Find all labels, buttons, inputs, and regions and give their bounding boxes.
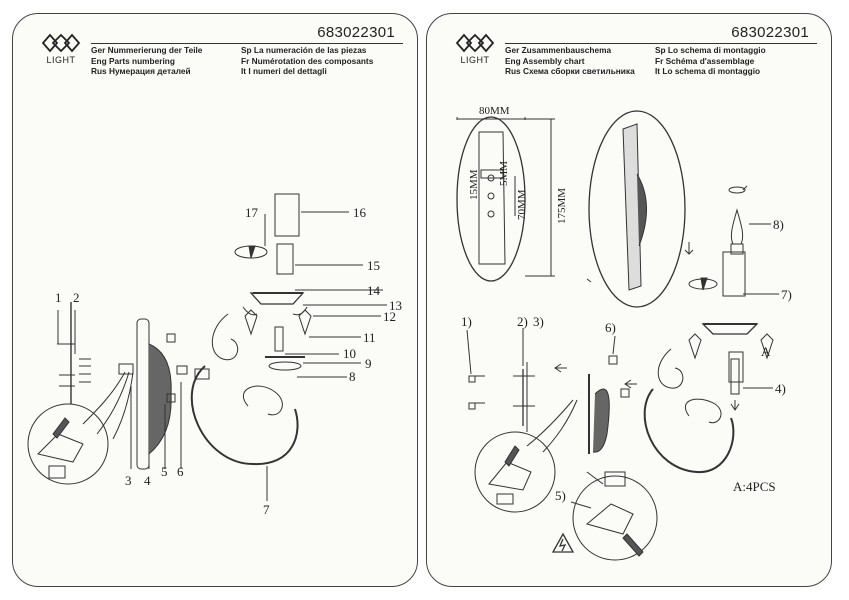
- dim-hole1: 15MM: [468, 169, 480, 200]
- terminal-block-icon: [118, 363, 134, 375]
- dim-hole2: 5MM: [498, 161, 510, 186]
- header-eng: Eng Parts numbering: [91, 55, 175, 66]
- header-rus: Rus Нумерация деталей: [91, 66, 191, 76]
- marker-a: A: [761, 344, 771, 359]
- part-label-12: 12: [383, 309, 396, 324]
- part-label-7: 7: [263, 502, 270, 517]
- electric-warning-icon: [551, 532, 575, 553]
- dim-width: 80MM: [479, 105, 510, 117]
- step-label-5: 5): [555, 488, 566, 503]
- part-label-8: 8: [349, 369, 356, 384]
- candle-bulb-icon: [730, 208, 744, 245]
- part-label-9: 9: [365, 356, 372, 371]
- part-label-5: 5: [161, 464, 168, 479]
- step-label-4: 4): [775, 381, 786, 396]
- assembly-diagram: 80MM 15MM 5MM 70MM 175MM 1) 2) 3) 4) 5) …: [456, 105, 792, 561]
- part-label-1: 1: [55, 290, 62, 305]
- dim-center: 70MM: [516, 189, 528, 220]
- step-label-6: 6): [605, 320, 616, 335]
- brand-name: LIGHT: [460, 55, 490, 65]
- part-label-16: 16: [353, 205, 367, 220]
- step-label-8: 8): [773, 217, 784, 232]
- header-rus: Rus Схема сборки светильника: [505, 66, 635, 76]
- step-label-2: 2): [517, 314, 528, 329]
- shade-sleeve: [274, 193, 300, 237]
- header-it: It I numeri del dettagli: [241, 66, 327, 76]
- part-label-6: 6: [177, 464, 184, 479]
- model-number: 683022301: [731, 24, 809, 41]
- header-sp: Sp Lo schema di montaggio: [655, 45, 766, 55]
- crystal-count-note: A:4PCS: [733, 479, 776, 494]
- header-eng: Eng Assembly chart: [505, 55, 585, 66]
- mw-logo-icon: [41, 33, 81, 53]
- part-label-4: 4: [144, 473, 151, 488]
- header-ger: Ger Zusammenbauschema: [505, 45, 612, 55]
- mw-logo-icon: [455, 33, 495, 53]
- header-fr: Fr Numérotation des composants: [241, 55, 374, 66]
- part-label-11: 11: [363, 330, 376, 345]
- wiring-step-circle: [572, 475, 658, 561]
- step-label-3: 3): [533, 314, 544, 329]
- brand-name: LIGHT: [46, 55, 76, 65]
- part-label-14: 14: [367, 283, 381, 298]
- step-label-1: 1): [461, 314, 472, 329]
- canopy-plate: [136, 318, 150, 470]
- part-label-15: 15: [367, 258, 380, 273]
- header-fr: Fr Schéma d'assemblage: [655, 55, 755, 66]
- model-number: 683022301: [317, 24, 395, 41]
- mounting-plate-outline: [456, 116, 526, 282]
- step-label-7: 7): [781, 287, 792, 302]
- part-label-13: 13: [389, 298, 402, 313]
- header-ger: Ger Nummerierung der Teile: [91, 45, 203, 55]
- bulb-socket: [276, 243, 294, 275]
- canopy-side-view: [588, 110, 686, 308]
- header-languages: Ger Nummerierung der Teile Sp La numerac…: [91, 43, 403, 77]
- part-label-3: 3: [125, 473, 132, 488]
- header-it: It Lo schema di montaggio: [655, 66, 761, 76]
- exploded-parts-diagram: 1 2 3 4 5 6 7 8 9 10 11 12 13 14 15 16 1…: [27, 193, 402, 517]
- wiring-detail-circle: [27, 403, 109, 485]
- part-label-17: 17: [245, 205, 259, 220]
- assembly-chart-page: LIGHT 683022301 Ger Zusammenbauschema Sp…: [426, 13, 832, 587]
- part-label-2: 2: [73, 290, 80, 305]
- screw-icon: [57, 343, 75, 387]
- header-languages: Ger Zusammenbauschema Sp Lo schema di mo…: [505, 43, 817, 77]
- brand-logo: LIGHT: [451, 32, 499, 65]
- parts-numbering-page: LIGHT 683022301 Ger Nummerierung der Tei…: [12, 13, 418, 587]
- part-label-10: 10: [343, 346, 356, 361]
- header-sp: Sp La numeración de las piezas: [241, 45, 367, 55]
- brand-logo: LIGHT: [37, 32, 85, 65]
- dim-height: 175MM: [556, 188, 568, 224]
